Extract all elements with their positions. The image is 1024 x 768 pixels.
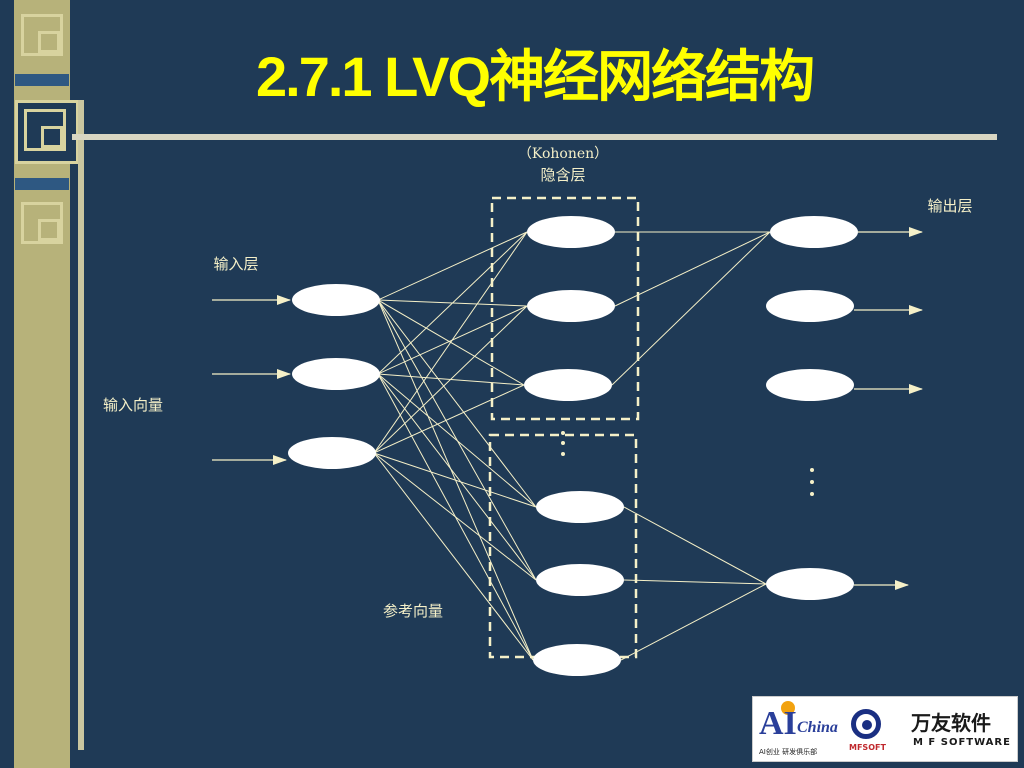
input-hidden-connection xyxy=(377,299,537,508)
sponsor-logos: AI China AI创业 研发俱乐部 MFSOFT 万友软件 M F SOFT… xyxy=(752,696,1018,762)
output-layer-label: 输出层 xyxy=(927,197,972,215)
ellipsis-dots-output xyxy=(810,468,814,496)
output-node xyxy=(766,369,854,401)
input-node xyxy=(288,437,376,469)
ai-subtitle: AI创业 研发俱乐部 xyxy=(759,748,818,756)
mfsoft-eye-icon xyxy=(851,709,881,739)
connection-lines xyxy=(373,231,771,661)
input-node xyxy=(292,358,380,390)
slide-title: 2.7.1 LVQ神经网络结构 xyxy=(256,45,815,108)
input-layer-label: 输入层 xyxy=(213,255,258,273)
decor-band xyxy=(15,178,69,190)
input-hidden-connection xyxy=(373,305,528,454)
input-hidden-connection xyxy=(373,231,528,454)
hidden-node xyxy=(527,290,615,322)
hidden-output-connection xyxy=(620,583,767,661)
hidden-layer-label: 隐含层 xyxy=(540,166,585,184)
greek-key-ornament xyxy=(15,100,79,164)
decor-vertical-line xyxy=(78,100,84,750)
input-vector-label: 输入向量 xyxy=(103,396,163,414)
input-hidden-connection xyxy=(373,452,537,581)
sun-icon xyxy=(781,701,795,715)
output-node xyxy=(766,568,854,600)
ellipsis-dots-hidden xyxy=(561,431,565,456)
hidden-node xyxy=(536,491,624,523)
hidden-node xyxy=(533,644,621,676)
reference-vector-label: 参考向量 xyxy=(383,602,443,620)
wanyou-cn-text: 万友软件 xyxy=(911,711,991,735)
input-hidden-connection xyxy=(377,231,528,301)
input-node xyxy=(292,284,380,316)
ai-logo-text: AI xyxy=(759,705,797,742)
hidden-group-box-top xyxy=(490,196,640,421)
kohonen-label: （Kohonen） xyxy=(518,146,608,162)
hidden-group-box-bottom xyxy=(488,433,638,659)
china-logo-text: China xyxy=(797,719,838,736)
hidden-output-connection xyxy=(614,231,771,307)
input-hidden-connection xyxy=(373,384,525,454)
input-hidden-connection xyxy=(377,373,537,581)
greek-key-ornament xyxy=(15,8,69,62)
mfsoft-text: MFSOFT xyxy=(849,743,886,752)
arrows xyxy=(212,227,923,590)
hidden-output-connection xyxy=(611,231,771,386)
output-node xyxy=(770,216,858,248)
input-hidden-connection xyxy=(373,452,534,661)
output-node xyxy=(766,290,854,322)
input-hidden-connection xyxy=(373,452,537,508)
input-hidden-connection xyxy=(377,373,537,508)
hidden-output-connection xyxy=(623,579,767,585)
hidden-node xyxy=(527,216,615,248)
wanyou-en-text: M F SOFTWARE xyxy=(913,737,1011,748)
hidden-node xyxy=(536,564,624,596)
hidden-node xyxy=(524,369,612,401)
greek-key-ornament xyxy=(15,196,69,250)
decor-band xyxy=(15,74,69,86)
decor-horizontal-line xyxy=(72,134,997,140)
hidden-output-connection xyxy=(623,506,767,585)
input-hidden-connection xyxy=(377,231,528,375)
